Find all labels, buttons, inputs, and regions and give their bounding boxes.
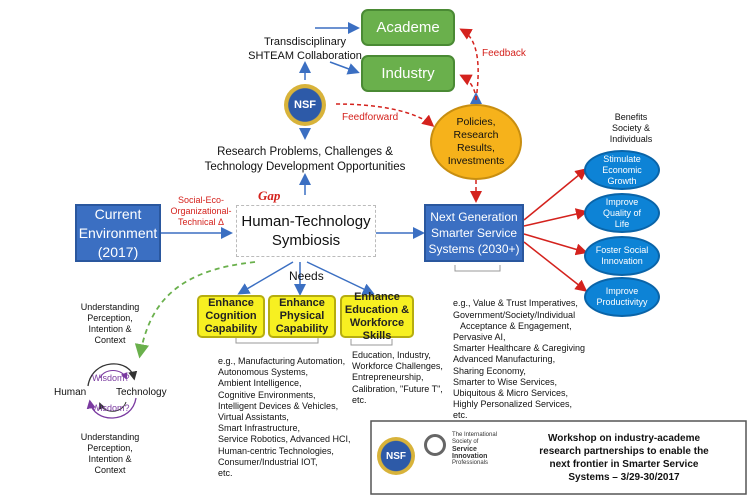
education-examples: Education, Industry,Workforce Challenges… (352, 350, 443, 405)
feedback-label: Feedback (482, 48, 526, 59)
cognition-examples: e.g., Manufacturing Automation,Autonomou… (218, 356, 351, 479)
human-label: Human (54, 387, 87, 398)
nsf-logo: NSF (284, 84, 326, 126)
social-eco-label: Social-Eco-Organizational-Technical Δ (170, 195, 232, 227)
isssi-logo (424, 434, 446, 456)
academe-box: Academe (361, 9, 455, 46)
industry-box: Industry (361, 55, 455, 92)
wisdom-bottom-label: Wisdom? (92, 403, 130, 413)
collab-industry-arrow (329, 61, 360, 75)
research-problems-label: Research Problems, Challenges &Technolog… (204, 146, 406, 173)
gap-label: Gap (258, 188, 281, 203)
needs-label: Needs (289, 269, 324, 283)
next-gen-examples: e.g., Value & Trust Imperatives,Governme… (453, 298, 586, 421)
technology-label: Technology (116, 387, 167, 398)
workshop-frame (370, 420, 747, 495)
feedforward-label: Feedforward (342, 112, 399, 123)
workshop-nsf-logo: NSF (377, 437, 415, 475)
wisdom-top-label: Wisdom? (92, 373, 130, 383)
